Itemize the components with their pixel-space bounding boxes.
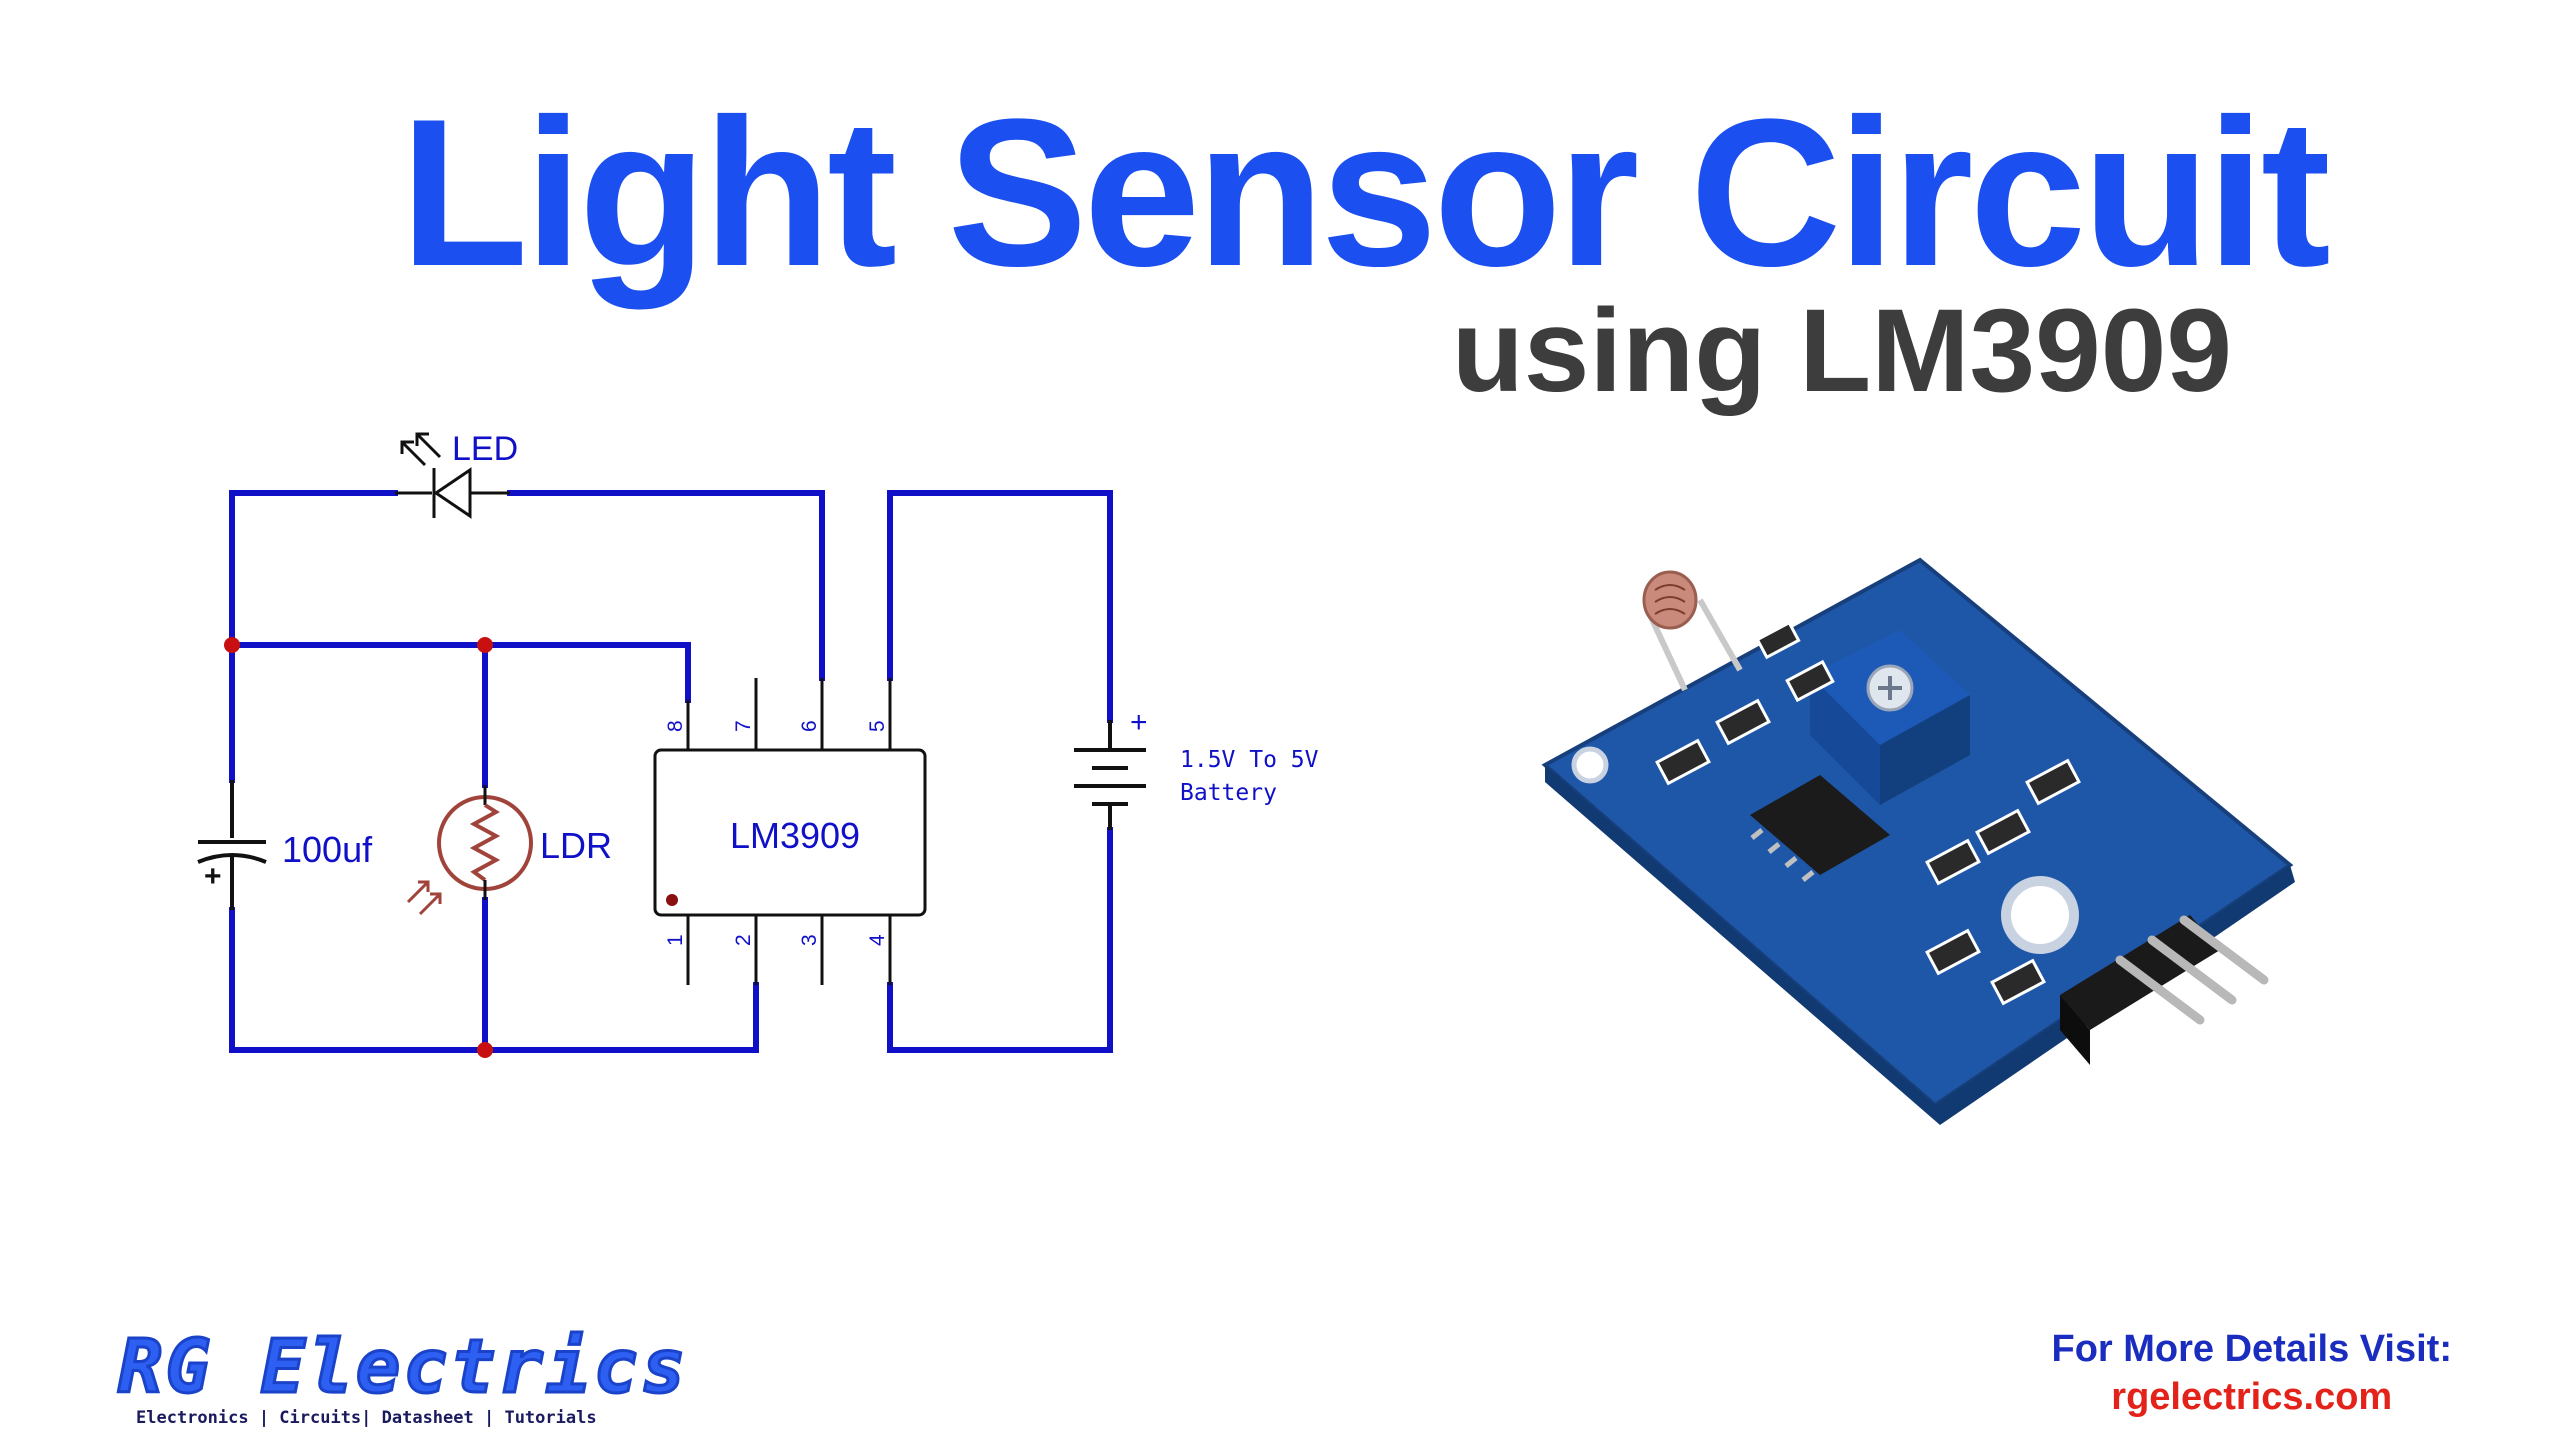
sensor-module-image: + [1541, 557, 2295, 1125]
pin-7-number: 7 [732, 720, 755, 732]
ic-pin1-dot [666, 894, 678, 906]
battery-symbol [1074, 720, 1146, 830]
battery-label-line2: Battery [1180, 780, 1277, 806]
module-plus-mark: + [1730, 620, 1746, 651]
website-link[interactable]: rgelectrics.com [2111, 1375, 2393, 1418]
battery-label-line1: 1.5V To 5V [1180, 747, 1319, 773]
led-symbol [395, 432, 510, 519]
pin-4-number: 4 [866, 934, 889, 946]
capacitor-label: 100uf [282, 829, 373, 870]
visit-label: For More Details Visit: [2051, 1328, 2452, 1370]
pin-8-number: 8 [664, 720, 687, 732]
smd-components [1655, 620, 2081, 1006]
wire-battery-top [887, 490, 1113, 723]
junction-dot [477, 637, 493, 653]
capacitor-symbol [197, 780, 267, 910]
junction-dot [224, 637, 240, 653]
wire-led-right [507, 490, 825, 681]
logo-tagline: Electronics | Circuits| Datasheet | Tuto… [136, 1408, 597, 1428]
pin-3-number: 3 [798, 934, 821, 946]
mounting-hole [2001, 876, 2079, 954]
header-pins [2060, 915, 2269, 1065]
ic-label: LM3909 [730, 815, 860, 856]
pin-numbers: 8 7 6 5 1 2 3 4 [664, 720, 889, 946]
visit-info: For More Details Visit: rgelectrics.com [2051, 1326, 2452, 1421]
ldr-label: LDR [540, 825, 612, 866]
logo-name: RG Electrics [117, 1324, 689, 1410]
junction-dots [224, 637, 493, 1058]
battery-plus: + [1130, 706, 1148, 739]
mounting-hole [1571, 746, 1609, 784]
pin-2-number: 2 [732, 934, 755, 946]
brand-logo: RG Electrics Electronics | Circuits| Dat… [117, 1329, 688, 1440]
wire-bottom [229, 982, 759, 1053]
ldr-component [1642, 570, 1743, 692]
page-subtitle: using LM3909 [1451, 285, 2232, 417]
module-ic-chip [1750, 775, 1890, 882]
schematic-wires [229, 490, 1113, 1053]
capacitor-plus: + [204, 860, 222, 893]
pin-1-number: 1 [664, 934, 687, 946]
ic-body [653, 748, 927, 917]
potentiometer [1810, 630, 1970, 805]
pin-5-number: 5 [866, 720, 889, 732]
ic-pins [686, 678, 892, 985]
led-label: LED [452, 430, 518, 468]
wire-battery-bottom [887, 827, 1113, 1053]
junction-dot [477, 1042, 493, 1058]
pin-6-number: 6 [798, 720, 821, 732]
wire-led-left [229, 490, 398, 648]
page-title: Light Sensor Circuit [400, 75, 2331, 310]
wire-junction-row [229, 642, 691, 703]
pcb-board [1541, 557, 2294, 1108]
ldr-symbol [406, 785, 533, 916]
